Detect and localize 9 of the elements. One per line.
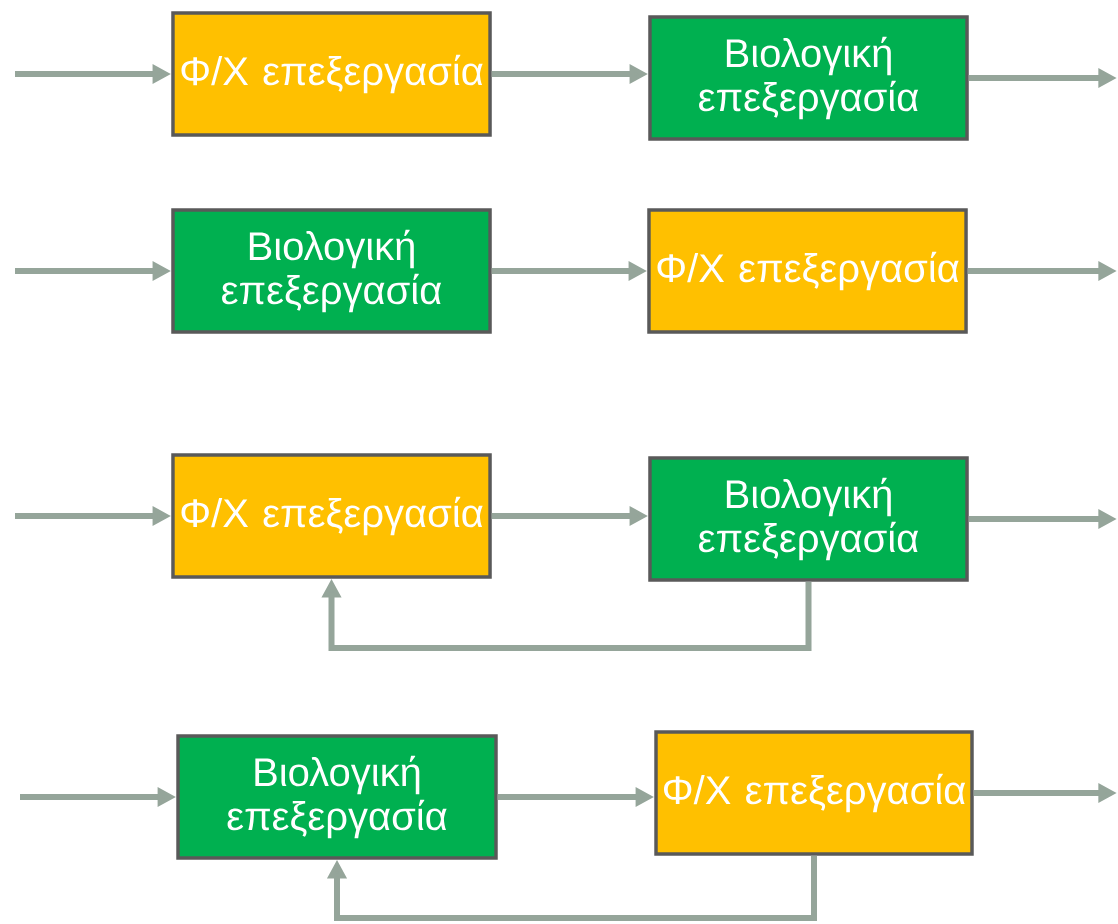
- process-box: Φ/Χ επεξεργασία: [654, 730, 974, 856]
- process-box: Βιολογική επεξεργασία: [171, 208, 492, 334]
- arrow: [326, 855, 817, 921]
- process-box: Βιολογική επεξεργασία: [176, 734, 498, 860]
- process-box: Φ/Χ επεξεργασία: [171, 453, 492, 579]
- process-box: Βιολογική επεξεργασία: [648, 456, 969, 582]
- process-box: Φ/Χ επεξεργασία: [647, 208, 968, 334]
- process-box: Βιολογική επεξεργασία: [648, 15, 969, 141]
- process-box: Φ/Χ επεξεργασία: [171, 11, 492, 137]
